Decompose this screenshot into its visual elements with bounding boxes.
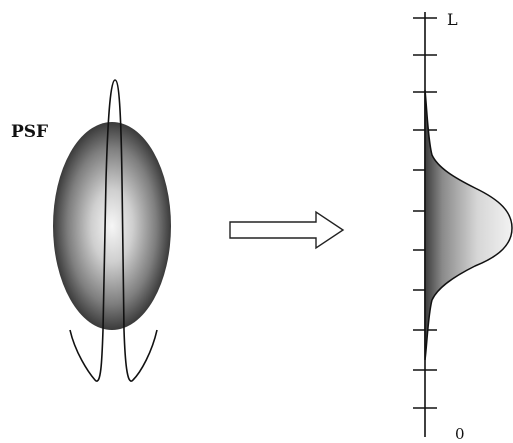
right-arrow-icon [230,212,343,248]
psf-label: PSF [11,124,48,141]
psf-ellipse [53,122,171,330]
intensity-profile [425,90,512,360]
axis-top-label: L [447,12,458,28]
axis-bottom-label: 0 [455,427,465,442]
